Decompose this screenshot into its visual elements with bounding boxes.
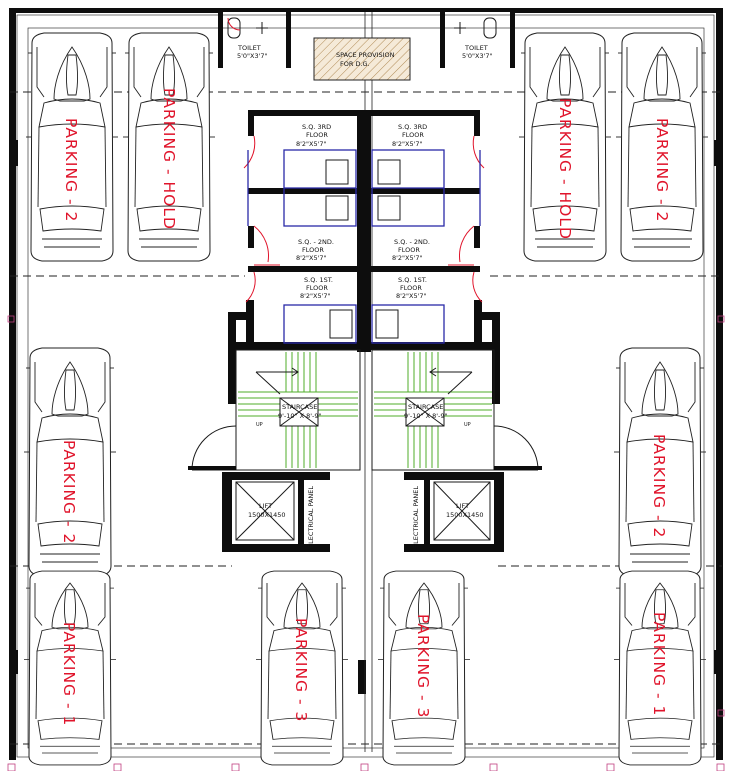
svg-text:S.Q. - 2ND.: S.Q. - 2ND. — [298, 238, 334, 246]
parking-label-center-right-bottom: PARKING - 3 — [414, 614, 432, 718]
svg-text:9'-10" X 8'-9": 9'-10" X 8'-9" — [278, 412, 322, 420]
outer-wall-left — [9, 8, 16, 760]
svg-text:STAIRCASE: STAIRCASE — [282, 403, 317, 411]
outer-wall-top-right — [515, 8, 723, 13]
svg-text:FLOOR: FLOOR — [398, 246, 420, 254]
lift-left: LIFT 1500X1450 ELECTRICAL PANEL — [222, 472, 330, 552]
staircase-right: STAIRCASE 9'-10" X 8'-9" UP — [371, 349, 495, 471]
column-markers — [7, 315, 725, 771]
svg-text:LIFT: LIFT — [259, 502, 272, 510]
svg-text:1500X1450: 1500X1450 — [446, 511, 484, 519]
svg-text:STAIRCASE: STAIRCASE — [408, 403, 443, 411]
svg-text:UP: UP — [464, 422, 471, 428]
svg-text:8'2"X5'7": 8'2"X5'7" — [392, 140, 423, 148]
staircase-left: STAIRCASE 9'-10" X 8'-9" UP — [235, 349, 361, 471]
toilet-right-name: TOILET — [464, 44, 488, 52]
parking-label-left-top-inner: PARKING - HOLD — [160, 88, 178, 230]
svg-text:9'-10" X 8'-9": 9'-10" X 8'-9" — [404, 412, 448, 420]
parking-label-left-bottom: PARKING - 1 — [60, 622, 78, 726]
parking-label-right-top-inner: PARKING - HOLD — [556, 98, 574, 240]
parking-label-left-top-outer: PARKING - 2 — [62, 118, 80, 222]
parking-label-center-left-bottom: PARKING - 3 — [292, 618, 310, 722]
svg-text:LIFT: LIFT — [456, 502, 469, 510]
svg-text:8'2"X5'7": 8'2"X5'7" — [396, 292, 427, 300]
toilet-left-name: TOILET — [237, 44, 261, 52]
svg-text:FOR D.G.: FOR D.G. — [340, 60, 370, 68]
svg-text:8'2"X5'7": 8'2"X5'7" — [296, 140, 327, 148]
toilet-right: TOILET 5'0"X3'7" — [440, 8, 515, 68]
servant-quarter-block: S.Q. 3RD FLOOR 8'2"X5'7" S.Q. 3RD FLOOR … — [228, 110, 500, 404]
svg-text:S.Q. 3RD: S.Q. 3RD — [302, 123, 331, 131]
svg-text:FLOOR: FLOOR — [306, 131, 328, 139]
svg-text:8'2"X5'7": 8'2"X5'7" — [300, 292, 331, 300]
dg-space-provision: SPACE PROVISION FOR D.G. — [313, 37, 411, 81]
svg-text:S.Q. 1ST.: S.Q. 1ST. — [398, 276, 427, 284]
svg-text:FLOOR: FLOOR — [306, 284, 328, 292]
electrical-panel-right: ELECTRICAL PANEL — [412, 486, 420, 548]
parking-label-left-middle: PARKING - 2 — [60, 440, 78, 544]
svg-text:8'2"X5'7": 8'2"X5'7" — [392, 254, 423, 262]
svg-text:FLOOR: FLOOR — [400, 284, 422, 292]
outer-wall-right — [716, 8, 723, 760]
parking-label-right-top-outer: PARKING - 2 — [653, 118, 671, 222]
toilet-left: TOILET 5'0"X3'7" — [218, 8, 291, 68]
svg-text:SPACE PROVISION: SPACE PROVISION — [336, 51, 395, 59]
svg-text:FLOOR: FLOOR — [302, 246, 324, 254]
outer-wall-top-center — [290, 8, 440, 12]
toilet-left-size: 5'0"X3'7" — [237, 52, 268, 60]
entrance-door-right — [493, 425, 542, 471]
electrical-panel-left: ELECTRICAL PANEL — [307, 486, 315, 548]
outer-wall-top-left — [9, 8, 219, 13]
svg-text:FLOOR: FLOOR — [402, 131, 424, 139]
svg-text:1500X1450: 1500X1450 — [248, 511, 286, 519]
svg-text:S.Q. 1ST.: S.Q. 1ST. — [304, 276, 333, 284]
svg-text:UP: UP — [256, 422, 263, 428]
parking-label-right-middle: PARKING - 2 — [650, 434, 668, 538]
svg-text:8'2"X5'7": 8'2"X5'7" — [296, 254, 327, 262]
entrance-door-left — [188, 425, 237, 471]
svg-text:S.Q. - 2ND.: S.Q. - 2ND. — [394, 238, 430, 246]
svg-text:S.Q. 3RD: S.Q. 3RD — [398, 123, 427, 131]
parking-label-right-bottom: PARKING - 1 — [650, 612, 668, 716]
toilet-right-size: 5'0"X3'7" — [462, 52, 493, 60]
lift-right: LIFT 1500X1450 ELECTRICAL PANEL — [404, 472, 504, 552]
